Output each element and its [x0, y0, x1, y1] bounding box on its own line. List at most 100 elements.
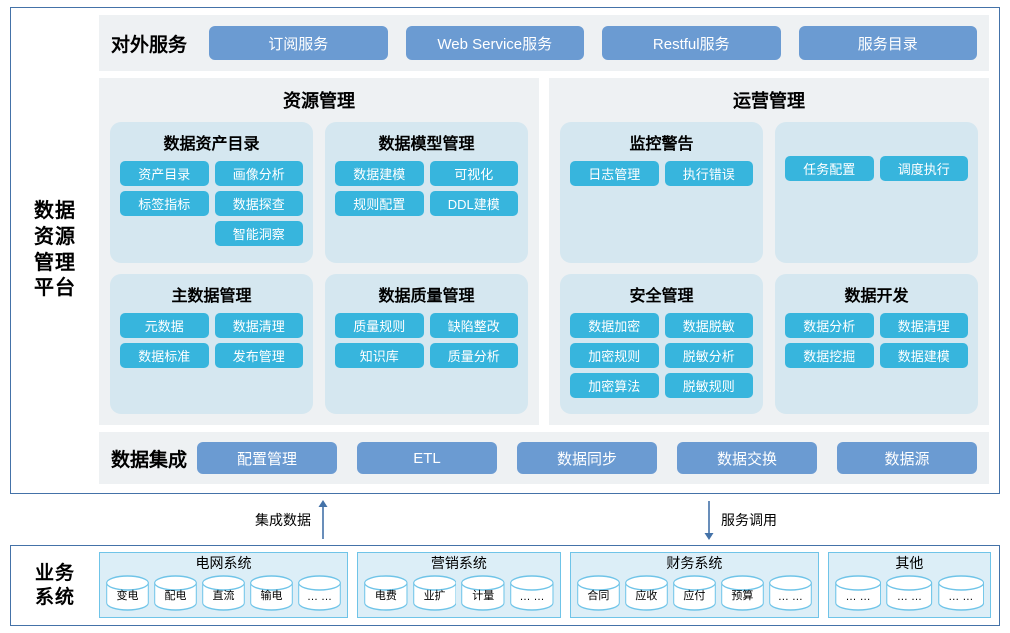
chip-quality-analysis[interactable]: 质量分析	[429, 342, 518, 368]
chip-tag-indicator[interactable]: 标签指标	[120, 191, 209, 216]
external-service-catalog[interactable]: 服务目录	[798, 26, 978, 60]
chip-data-masking[interactable]: 数据脱敏	[664, 312, 753, 338]
chip-data-mining[interactable]: 数据挖掘	[785, 342, 874, 368]
db-node-payable-label: 应付	[683, 590, 706, 603]
db-node-electricity-fee[interactable]: 电费	[364, 575, 408, 611]
chip-knowledge-base[interactable]: 知识库	[335, 342, 424, 368]
db-node-receivable-label: 应收	[635, 590, 658, 603]
chip-encryption-algorithm[interactable]: 加密算法	[570, 372, 659, 398]
system-box-finance: 财务系统 合同 应收	[569, 552, 819, 618]
card-monitoring-alarm: 监控警告 日志管理 执行错误	[560, 122, 763, 263]
db-node-substation[interactable]: 变电	[106, 575, 149, 611]
system-box-finance-title: 财务系统	[666, 555, 723, 571]
system-box-power-grid-nodes: 变电 配电 直流	[106, 574, 341, 614]
db-node-dc-label: 直流	[212, 590, 235, 603]
db-node-transmission[interactable]: 输电	[250, 575, 293, 611]
cylinder-icon	[364, 575, 408, 611]
db-node-contract[interactable]: 合同	[577, 575, 620, 611]
integration-data-exchange[interactable]: 数据交换	[677, 442, 818, 474]
cylinder-icon	[577, 575, 620, 611]
card-data-development: 数据开发 数据分析 数据清理 数据挖掘 数据建模	[775, 273, 978, 414]
chip-data-standard[interactable]: 数据标准	[120, 342, 209, 368]
cylinder-icon	[625, 575, 668, 611]
db-node-distribution[interactable]: 配电	[154, 575, 197, 611]
chip-data-modeling[interactable]: 数据建模	[335, 161, 424, 186]
cylinder-icon	[202, 575, 245, 611]
db-node-substation-label: 变电	[116, 590, 139, 603]
card-monitoring-alarm-title: 监控警告	[629, 136, 694, 153]
chip-data-encryption[interactable]: 数据加密	[570, 312, 659, 338]
db-node-business-expansion[interactable]: 业扩	[412, 575, 457, 611]
db-node-other-3-label: … …	[948, 591, 974, 604]
chip-data-modeling-dev[interactable]: 数据建模	[879, 342, 968, 368]
chip-log-management[interactable]: 日志管理	[570, 161, 659, 186]
chip-masking-rule[interactable]: 脱敏规则	[664, 372, 753, 398]
chip-ddl-modeling[interactable]: DDL建模	[429, 191, 518, 216]
chip-data-cleansing-dev[interactable]: 数据清理	[879, 312, 968, 338]
platform-body: 对外服务 订阅服务 Web Service服务 Restful服务 服务目录 资…	[99, 8, 999, 493]
chip-quality-rule[interactable]: 质量规则	[335, 312, 424, 338]
card-master-data-management: 主数据管理 元数据 数据清理 数据标准 发布管理	[110, 273, 313, 414]
chip-encryption-rule[interactable]: 加密规则	[570, 342, 659, 368]
connector-service-call-label: 服务调用	[721, 511, 777, 528]
db-node-metering[interactable]: 计量	[461, 575, 505, 611]
business-side-label-line-1: 业务	[34, 562, 75, 584]
chip-schedule-execution[interactable]: 调度执行	[879, 156, 968, 181]
db-node-finance-more-label: … …	[777, 591, 803, 604]
chip-execution-error[interactable]: 执行错误	[664, 161, 753, 186]
business-systems-body: 电网系统 变电 配电	[99, 546, 999, 625]
external-services-band: 对外服务 订阅服务 Web Service服务 Restful服务 服务目录	[99, 15, 989, 71]
card-data-asset-catalog-title: 数据资产目录	[163, 136, 260, 153]
system-box-other-nodes: … … … … … …	[835, 574, 984, 614]
chip-visualization[interactable]: 可视化	[429, 161, 518, 186]
db-node-payable[interactable]: 应付	[673, 575, 716, 611]
connector-integrate-data-label: 集成数据	[255, 511, 311, 528]
db-node-budget[interactable]: 预算	[721, 575, 764, 611]
db-node-marketing-more[interactable]: … …	[510, 575, 554, 611]
chip-publish-management[interactable]: 发布管理	[214, 342, 303, 368]
chip-data-analysis[interactable]: 数据分析	[785, 312, 874, 338]
system-box-marketing-nodes: 电费 业扩 计量	[364, 574, 554, 614]
arrow-up-icon	[318, 499, 328, 539]
db-node-other-1-label: … …	[845, 591, 871, 604]
integration-data-source[interactable]: 数据源	[837, 442, 978, 474]
db-node-grid-more-label: … …	[306, 591, 333, 604]
integration-config-management[interactable]: 配置管理	[197, 442, 338, 474]
external-service-webservice[interactable]: Web Service服务	[405, 26, 585, 60]
db-node-other-3[interactable]: … …	[937, 575, 984, 611]
chip-metadata[interactable]: 元数据	[120, 312, 209, 338]
business-side-label-line-2: 系统	[34, 586, 75, 608]
external-service-subscription[interactable]: 订阅服务	[209, 26, 388, 60]
integration-etl[interactable]: ETL	[357, 442, 498, 474]
chip-task-configuration[interactable]: 任务配置	[785, 156, 874, 181]
integration-data-sync[interactable]: 数据同步	[517, 442, 658, 474]
chip-rule-configuration[interactable]: 规则配置	[335, 191, 424, 216]
db-node-other-1[interactable]: … …	[835, 575, 882, 611]
platform-side-label-line-3: 管理	[34, 251, 76, 274]
card-master-data-management-title: 主数据管理	[171, 287, 252, 305]
db-node-finance-more[interactable]: … …	[769, 575, 812, 611]
chip-masking-analysis[interactable]: 脱敏分析	[664, 342, 753, 368]
chip-portrait-analysis[interactable]: 画像分析	[214, 161, 303, 186]
cylinder-icon	[835, 575, 882, 611]
business-systems-frame: 业务 系统 电网系统 变电 配电	[10, 545, 1000, 626]
external-service-restful[interactable]: Restful服务	[602, 26, 781, 60]
card-task-scheduling-chips: 任务配置 调度执行	[785, 156, 968, 181]
cylinder-icon	[250, 575, 293, 611]
db-node-metering-label: 计量	[472, 590, 495, 603]
card-data-asset-catalog-chips: 资产目录 画像分析 标签指标 数据探查 智能洞察	[120, 161, 303, 246]
cylinder-icon	[154, 575, 197, 611]
chip-defect-rectification[interactable]: 缺陷整改	[429, 312, 518, 338]
chip-intelligent-insight[interactable]: 智能洞察	[214, 221, 303, 246]
db-node-other-2[interactable]: … …	[886, 575, 933, 611]
chip-asset-catalog[interactable]: 资产目录	[120, 161, 209, 186]
db-node-dc[interactable]: 直流	[202, 575, 245, 611]
system-box-power-grid: 电网系统 变电 配电	[99, 552, 349, 618]
chip-data-cleansing-master[interactable]: 数据清理	[214, 312, 303, 338]
cylinder-icon	[106, 575, 149, 611]
db-node-receivable[interactable]: 应收	[625, 575, 668, 611]
chip-data-exploration[interactable]: 数据探查	[214, 191, 303, 216]
platform-side-label-line-4: 平台	[34, 277, 76, 300]
management-panels-row: 资源管理 数据资产目录 资产目录 画像分析 标签指标 数据探查 智能洞察	[99, 78, 989, 425]
db-node-grid-more[interactable]: … …	[298, 575, 341, 611]
